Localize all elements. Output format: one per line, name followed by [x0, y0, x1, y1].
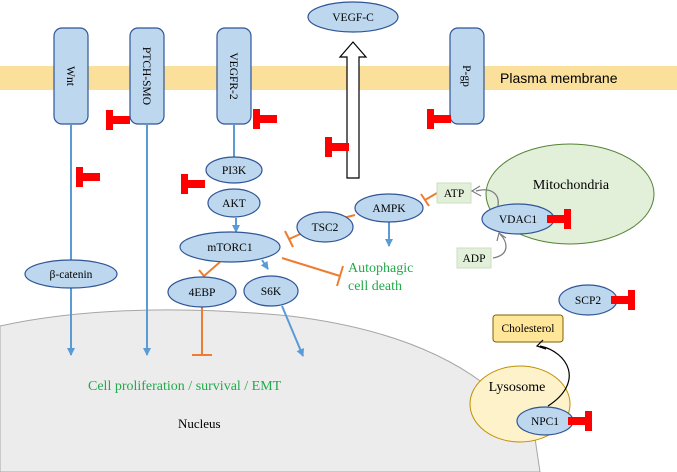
ptch-smo-label: PTCH-SMO: [140, 47, 152, 105]
4ebp-label: 4EBP: [189, 287, 216, 299]
mtorc1-to-s6k-arrow: [260, 259, 269, 270]
plasma-membrane-label: Plasma membrane: [500, 70, 618, 86]
npc1-label: NPC1: [531, 416, 559, 428]
lysosome-label: Lysosome: [489, 380, 546, 395]
adp-to-vdac1-arrow: [492, 233, 507, 259]
adp-box: ADP: [456, 247, 492, 269]
pgp-label: P-gp: [460, 65, 472, 87]
inhibitor-npc1-icon: [568, 411, 592, 431]
s6k-to-proliferation-arrow: [281, 305, 304, 357]
mitochondria-label: Mitochondria: [533, 178, 610, 193]
beta-catenin-label: β-catenin: [50, 269, 93, 281]
beta-catenin-node: β-catenin: [24, 259, 118, 289]
wnt-receptor: Wnt: [53, 27, 89, 125]
mtorc1-node: mTORC1: [179, 231, 281, 263]
pi3k-node: PI3K: [205, 156, 263, 184]
cell-death-label: cell death: [348, 279, 402, 294]
vegf-c-node: VEGF-C: [307, 1, 399, 33]
ampk-node: AMPK: [354, 193, 424, 223]
scp2-label: SCP2: [575, 295, 601, 307]
inhibitor-pi3k-icon: [181, 174, 205, 194]
4ebp-inhibits-proliferation: [192, 306, 212, 356]
atp-label: ATP: [444, 188, 464, 200]
nucleus-label: Nucleus: [178, 416, 221, 431]
s6k-label: S6K: [261, 286, 282, 298]
akt-node: AKT: [207, 188, 261, 218]
ampk-label: AMPK: [372, 203, 406, 215]
tsc2-label: TSC2: [312, 222, 339, 234]
inhibitor-scp2-icon: [611, 290, 635, 310]
vdac1-to-atp-arrow: [475, 189, 499, 207]
tsc2-node: TSC2: [296, 211, 354, 243]
akt-label: AKT: [222, 198, 246, 210]
pgp-receptor: P-gp: [449, 27, 485, 125]
inhibitor-vegf-c-icon: [325, 137, 349, 157]
vegfr2-receptor: VEGFR-2: [216, 27, 252, 125]
vegf-c-label: VEGF-C: [332, 12, 374, 24]
npc1-node: NPC1: [516, 406, 574, 436]
atp-arrowhead: [470, 185, 482, 197]
wnt-label: Wnt: [64, 66, 76, 87]
vdac1-label: VDAC1: [499, 214, 538, 226]
scp2-node: SCP2: [558, 284, 618, 316]
inhibitor-vdac1-icon: [547, 209, 571, 229]
mtorc1-inhibits-autophagy: [281, 257, 344, 287]
ptch-smo-receptor: PTCH-SMO: [129, 27, 165, 125]
mtorc1-label: mTORC1: [207, 242, 252, 254]
adp-label: ADP: [462, 253, 485, 265]
inhibitor-pgp-icon: [427, 109, 451, 129]
atp-inhibits-ampk: [420, 192, 438, 207]
autophagic-label: Autophagic: [348, 261, 413, 276]
pi3k-label: PI3K: [222, 165, 247, 177]
vegfr2-label: VEGFR-2: [227, 52, 239, 100]
cholesterol-arrowhead: [535, 339, 547, 350]
plasma-membrane: [0, 66, 677, 90]
inhibitor-ptch-smo-icon: [76, 167, 100, 187]
cholesterol-label: Cholesterol: [501, 323, 554, 335]
inhibitor-vegfr2-icon: [253, 109, 277, 129]
npc1-to-cholesterol-arrow: [539, 345, 570, 407]
inhibitor-wnt-icon: [106, 110, 130, 130]
4ebp-node: 4EBP: [167, 276, 237, 308]
proliferation-label: Cell proliferation / survival / EMT: [88, 379, 282, 394]
atp-box: ATP: [436, 182, 472, 204]
vdac1-node: VDAC1: [481, 203, 555, 235]
s6k-node: S6K: [243, 275, 299, 307]
adp-arrowhead: [496, 231, 507, 242]
cholesterol-box: Cholesterol: [492, 314, 564, 343]
vegf-c-secretion-arrow: [338, 41, 368, 179]
